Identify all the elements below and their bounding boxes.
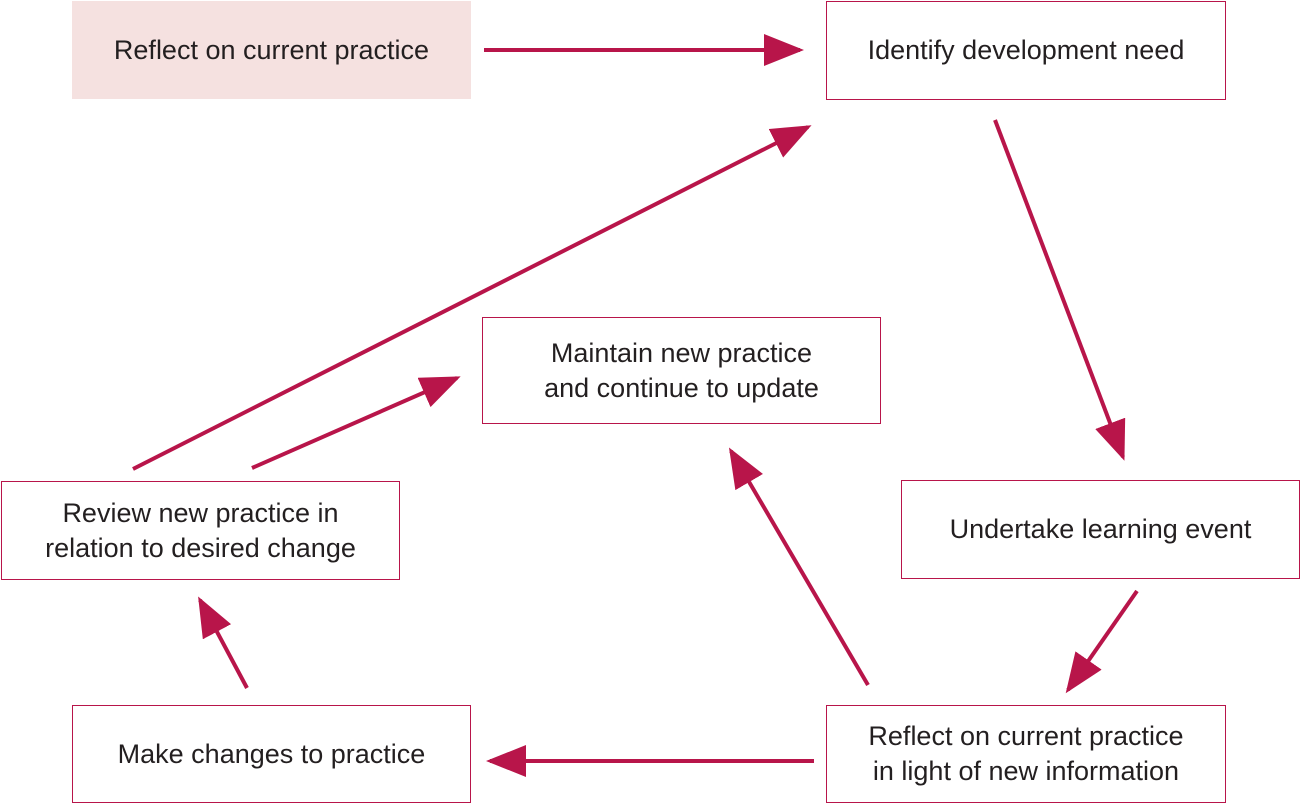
box-label: Review new practice in relation to desir…	[45, 497, 356, 563]
box-label: Reflect on current practice	[113, 34, 430, 65]
arrow-make-changes-to-review	[198, 596, 249, 689]
box-label: Maintain new practice and continue to up…	[544, 337, 819, 403]
arrow-reflect-new-info-to-maintain	[728, 447, 870, 687]
box-label: Undertake learning event	[949, 514, 1252, 544]
arrow-undertake-to-reflect-new-info	[1065, 589, 1139, 694]
arrow-review-to-identify	[132, 125, 812, 471]
box-label: Reflect on current practice in light of …	[868, 721, 1184, 786]
box-undertake-learning-event: Undertake learning event	[901, 480, 1300, 579]
box-review-new-practice: Review new practice in relation to desir…	[1, 481, 400, 580]
box-reflect-on-current-practice: Reflect on current practice	[72, 1, 471, 99]
box-label: Make changes to practice	[117, 738, 426, 769]
box-reflect-in-light-of-new-information: Reflect on current practice in light of …	[826, 705, 1226, 803]
box-identify-development-need: Identify development need	[826, 1, 1226, 100]
arrow-identify-to-undertake	[993, 119, 1126, 461]
arrow-review-to-maintain	[251, 376, 461, 470]
box-make-changes-to-practice: Make changes to practice	[72, 705, 471, 803]
box-label: Identify development need	[867, 35, 1185, 65]
box-maintain-new-practice: Maintain new practice and continue to up…	[482, 317, 881, 424]
